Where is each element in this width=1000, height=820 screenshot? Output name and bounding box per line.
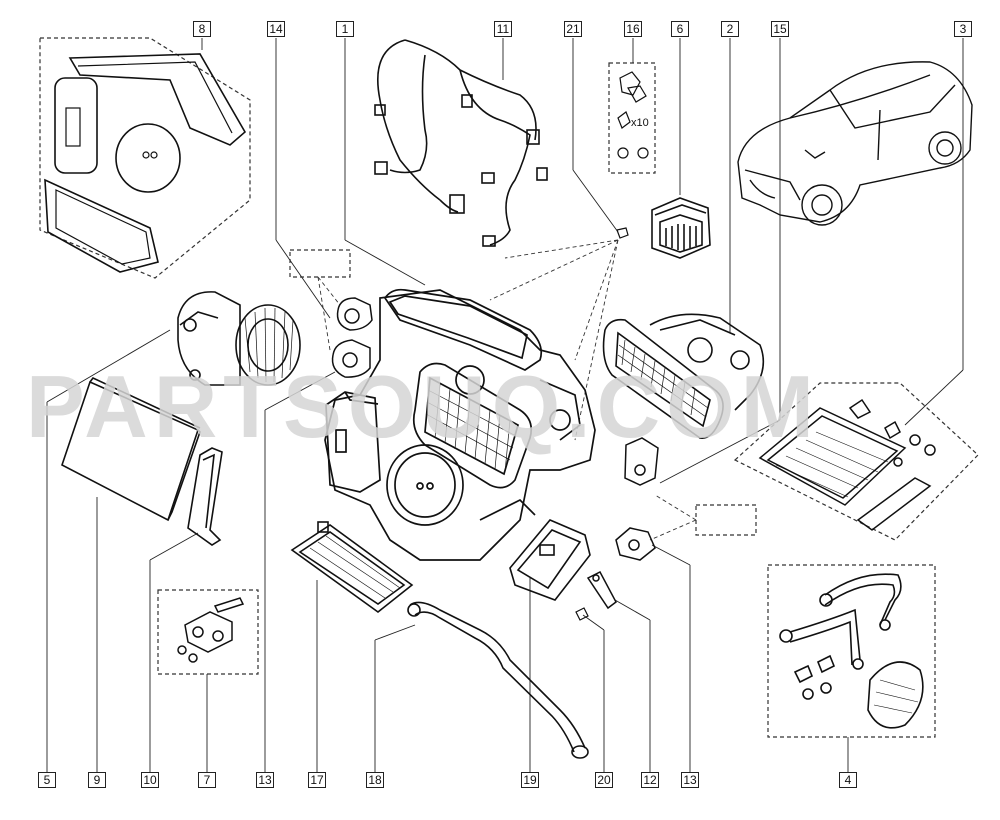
cabin-filter-9 — [61, 377, 201, 522]
callout-14[interactable]: 14 — [267, 21, 285, 37]
actuator-14 — [336, 297, 373, 331]
callout-15[interactable]: 15 — [771, 21, 789, 37]
actuator-13a — [331, 339, 371, 378]
screw-arrows — [317, 239, 697, 541]
callout-9[interactable]: 9 — [88, 772, 106, 788]
group-outline-16 — [608, 62, 656, 174]
callout-17[interactable]: 17 — [308, 772, 326, 788]
bracket-10 — [187, 447, 223, 546]
control-module-19 — [509, 519, 591, 601]
callout-3[interactable]: 3 — [954, 21, 972, 37]
screw-21 — [616, 227, 629, 239]
heater-core-kit-3 — [758, 398, 936, 531]
temperature-sensor-12 — [586, 571, 617, 610]
callout-2[interactable]: 2 — [721, 21, 739, 37]
callout-6[interactable]: 6 — [671, 21, 689, 37]
callout-1[interactable]: 1 — [336, 21, 354, 37]
wiring-harness-11 — [374, 39, 548, 247]
group-outline-4 — [767, 564, 936, 738]
callout-13-left[interactable]: 13 — [256, 772, 274, 788]
callout-10[interactable]: 10 — [141, 772, 159, 788]
group-outline-14 — [289, 249, 351, 278]
quantity-note: x10 — [631, 117, 649, 129]
callout-18[interactable]: 18 — [366, 772, 384, 788]
callout-8[interactable]: 8 — [193, 21, 211, 37]
seal-kit-8 — [44, 53, 247, 273]
callout-21[interactable]: 21 — [564, 21, 582, 37]
group-outline-8 — [39, 37, 251, 279]
kit-group-outlines — [39, 37, 979, 738]
actuator-13b — [615, 437, 659, 561]
pipe-kit-4 — [779, 573, 924, 729]
drain-hose-18 — [407, 601, 589, 759]
callout-16[interactable]: 16 — [624, 21, 642, 37]
callout-19[interactable]: 19 — [521, 772, 539, 788]
callout-4[interactable]: 4 — [839, 772, 857, 788]
group-outline-7 — [157, 589, 259, 675]
hvac-housing-1 — [324, 288, 596, 561]
callout-7[interactable]: 7 — [198, 772, 216, 788]
clip-set-16 — [617, 71, 649, 159]
callout-13-right[interactable]: 13 — [681, 772, 699, 788]
blower-motor-5 — [177, 291, 301, 386]
callout-5[interactable]: 5 — [38, 772, 56, 788]
callout-20[interactable]: 20 — [595, 772, 613, 788]
filter-housing-2 — [602, 313, 765, 439]
callout-12[interactable]: 12 — [641, 772, 659, 788]
group-outline-13 — [695, 504, 757, 536]
evaporator-17 — [290, 521, 414, 614]
vehicle-reference-image — [737, 61, 973, 226]
expansion-valve-7 — [177, 597, 245, 663]
leader-lines — [46, 38, 964, 772]
callout-11[interactable]: 11 — [494, 21, 512, 37]
resistor-6 — [651, 197, 711, 259]
clip-20 — [575, 607, 589, 621]
